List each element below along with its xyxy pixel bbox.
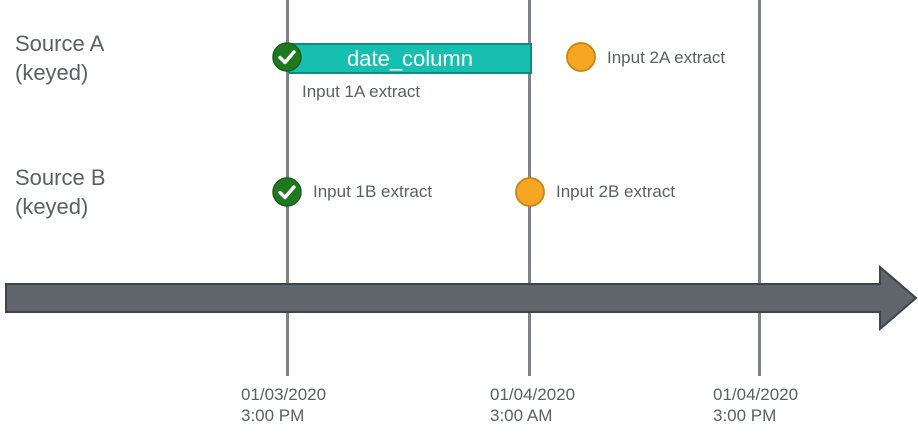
check-circle-icon [272, 177, 302, 207]
input-1a-complete-marker [272, 42, 302, 72]
check-circle-icon [272, 42, 302, 72]
input-1b-extract-label: Input 1B extract [313, 182, 433, 201]
tick-label-01-04-3am: 01/04/2020 3:00 AM [490, 385, 576, 425]
input-1b-complete-marker [272, 177, 302, 207]
input-2b-pending-marker [515, 177, 545, 207]
input-1a-extract-label: Input 1A extract [302, 82, 421, 101]
circle-icon [566, 42, 596, 72]
input-2a-pending-marker [566, 42, 596, 72]
date-column-bar: date_column [288, 43, 532, 74]
gridline-01-04-3pm [758, 0, 761, 376]
timeline-arrow [5, 264, 918, 332]
input-2a-extract-label: Input 2A extract [607, 48, 726, 67]
tick-label-01-03-3pm: 01/03/2020 3:00 PM [241, 385, 327, 425]
input-2b-extract-label: Input 2B extract [556, 182, 676, 201]
circle-icon [515, 177, 545, 207]
source-a-label: Source A (keyed) [15, 31, 105, 85]
source-b-label: Source B (keyed) [15, 165, 106, 219]
tick-label-01-04-3pm: 01/04/2020 3:00 PM [713, 385, 799, 425]
